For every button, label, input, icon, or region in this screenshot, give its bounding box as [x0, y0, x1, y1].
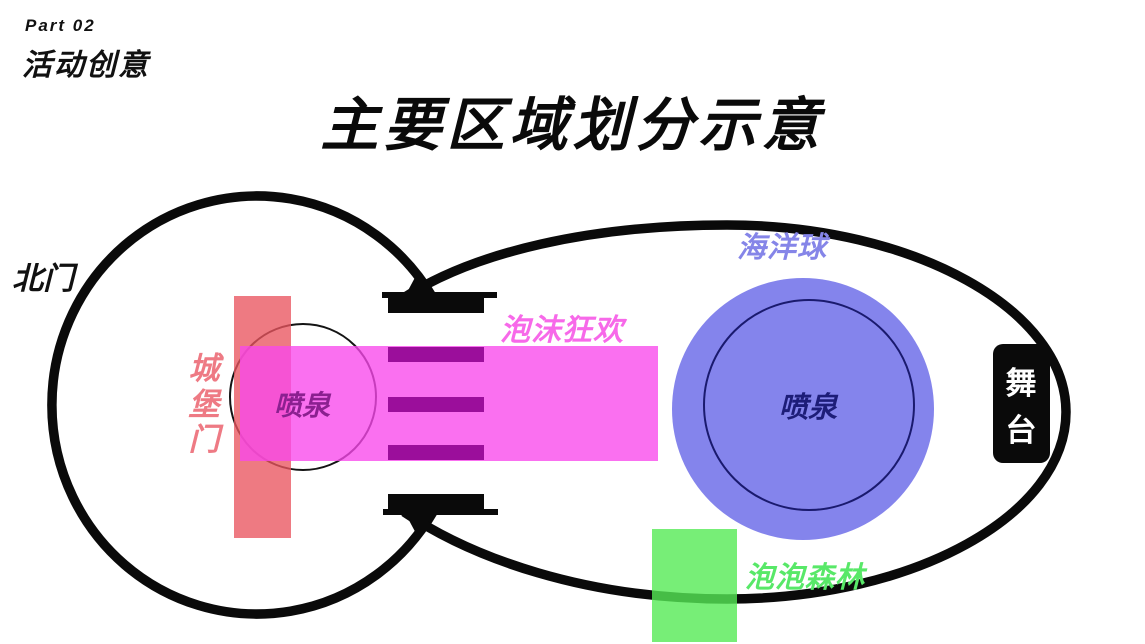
castle-gate-label-char: 门 [189, 422, 225, 457]
gate-bottom-bar [388, 494, 484, 510]
section-title: 活动创意 [22, 49, 150, 82]
gate-top-wedge [404, 270, 434, 298]
foam-carnival-label: 泡沫狂欢 [500, 314, 628, 347]
stage-block [993, 344, 1050, 463]
castle-gate-label-char: 堡 [189, 387, 223, 422]
gate-bottom-wedge [404, 511, 434, 539]
page-title: 主要区域划分示意 [320, 93, 825, 158]
right-area-outline [401, 220, 1071, 604]
part-label: Part 02 [25, 16, 96, 35]
stage-label-char: 舞 [1006, 366, 1037, 401]
gate-bottom-rail [383, 509, 498, 515]
stage-label-char: 台 [1006, 413, 1037, 448]
gate-top-bar [388, 297, 484, 313]
left-area-outline [47, 191, 438, 619]
north-gate-label: 北门 [12, 261, 79, 296]
right-fountain-circle [703, 299, 915, 511]
bubble-forest-area [652, 529, 737, 642]
gate-dash [388, 397, 484, 412]
gate-dash [388, 445, 484, 460]
fountain-left-label: 喷泉 [274, 390, 332, 421]
castle-gate-label-char: 城 [189, 351, 225, 386]
gate-top-rail [382, 292, 497, 298]
ocean-balls-label: 海洋球 [737, 231, 831, 264]
bubble-forest-label: 泡泡森林 [745, 562, 868, 594]
ocean-ball-area [672, 278, 934, 540]
gate-dash [388, 347, 484, 362]
fountain-right-label: 喷泉 [779, 391, 839, 424]
